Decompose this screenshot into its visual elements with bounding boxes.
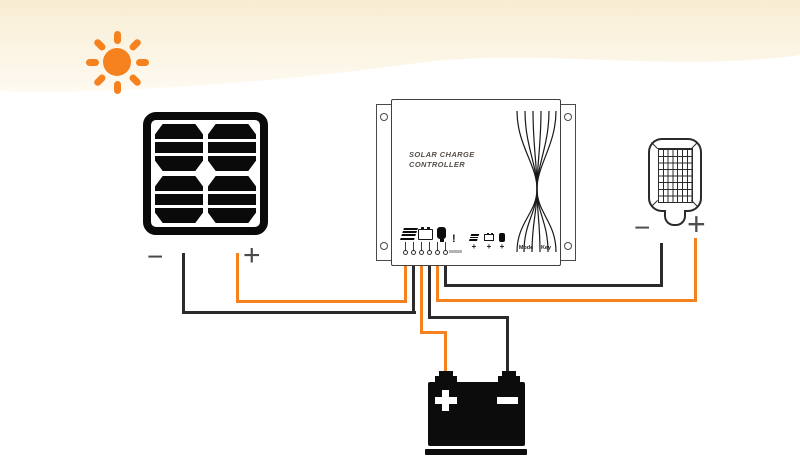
key-button-label: Key bbox=[540, 245, 552, 251]
battery-negative-terminal-base bbox=[498, 376, 520, 384]
mini-battery-icon bbox=[484, 232, 494, 241]
fuse-rating-smudge bbox=[449, 250, 462, 253]
controller-title: SOLAR CHARGE CONTROLLER bbox=[409, 150, 475, 169]
mode-button-label: Mode bbox=[518, 245, 534, 251]
lamp-bevel bbox=[650, 141, 659, 150]
battery-plus-symbol bbox=[442, 390, 449, 411]
wire-panel-negative bbox=[412, 264, 415, 314]
solar-cell bbox=[155, 176, 203, 223]
mini-lamp-icon bbox=[499, 233, 505, 242]
street-light-head bbox=[648, 138, 702, 212]
terminal-screw bbox=[403, 250, 408, 255]
terminal-leg bbox=[413, 242, 414, 250]
sun-ray bbox=[113, 80, 121, 94]
screw-hole-icon bbox=[564, 113, 572, 121]
sun-ray bbox=[127, 72, 142, 87]
sun-ray bbox=[92, 37, 107, 52]
mini-plus-label: + bbox=[471, 242, 477, 251]
wire-panel-positive bbox=[236, 300, 407, 303]
battery-minus-symbol bbox=[497, 397, 518, 404]
terminal-screw bbox=[443, 250, 448, 255]
wire-battery-positive bbox=[444, 331, 447, 373]
terminal-screw bbox=[411, 250, 416, 255]
battery-base bbox=[425, 449, 527, 455]
sun-ray bbox=[127, 37, 142, 52]
twist-curves-graphic bbox=[516, 110, 557, 253]
battery-positive-terminal-base bbox=[435, 376, 457, 384]
panel-plus-label: + bbox=[243, 239, 261, 272]
terminal-screw bbox=[419, 250, 424, 255]
mini-plus-label: + bbox=[486, 242, 492, 251]
battery-negative-terminal bbox=[502, 371, 516, 378]
solar-panel-cells bbox=[155, 124, 256, 223]
wire-battery-positive bbox=[420, 264, 423, 334]
wire-battery-negative bbox=[506, 316, 509, 373]
wire-light-negative bbox=[660, 243, 663, 287]
solar-cell bbox=[208, 124, 256, 171]
wire-panel-negative bbox=[182, 253, 185, 314]
battery-positive-terminal bbox=[439, 371, 453, 378]
screw-hole-icon bbox=[380, 113, 388, 121]
terminal-leg bbox=[429, 242, 430, 250]
lamp-plus-label: + bbox=[687, 206, 706, 242]
controller-title-line1: SOLAR CHARGE bbox=[409, 150, 475, 159]
warning-exclamation-icon: ! bbox=[452, 233, 456, 245]
wire-light-negative bbox=[444, 264, 447, 287]
controller-left-flange bbox=[376, 104, 392, 261]
wire-light-positive bbox=[436, 299, 697, 302]
wire-panel-positive bbox=[236, 253, 239, 303]
battery-port-icon bbox=[418, 226, 433, 240]
lamp-minus-label: − bbox=[634, 212, 651, 243]
sun-icon bbox=[85, 30, 149, 94]
wire-light-positive bbox=[436, 264, 439, 302]
sun-ray bbox=[135, 58, 149, 66]
terminal-leg bbox=[421, 242, 422, 250]
solar-cell bbox=[208, 176, 256, 223]
lamp-port-icon bbox=[437, 227, 446, 242]
sun-ray bbox=[85, 58, 99, 66]
led-grid bbox=[658, 148, 693, 203]
street-light-neck bbox=[664, 210, 686, 226]
lamp-bevel bbox=[650, 199, 659, 208]
controller-title-line2: CONTROLLER bbox=[409, 159, 466, 169]
sun-ray bbox=[113, 30, 121, 44]
solar-panel bbox=[143, 112, 268, 235]
sun-ray bbox=[92, 72, 107, 87]
wire-panel-negative bbox=[182, 311, 416, 314]
wire-battery-positive bbox=[420, 331, 447, 334]
panel-minus-label: − bbox=[147, 241, 164, 272]
screw-hole-icon bbox=[380, 242, 388, 250]
wire-light-positive bbox=[694, 238, 697, 302]
terminal-screw bbox=[435, 250, 440, 255]
terminal-leg bbox=[445, 242, 446, 250]
screw-hole-icon bbox=[564, 242, 572, 250]
wire-panel-positive bbox=[404, 264, 407, 303]
background-swoosh bbox=[0, 0, 800, 92]
wire-battery-negative bbox=[428, 316, 509, 319]
wire-battery-negative bbox=[428, 264, 431, 319]
terminal-screw bbox=[427, 250, 432, 255]
lamp-bevel bbox=[690, 141, 699, 150]
sun-core bbox=[103, 48, 131, 76]
wire-light-negative bbox=[444, 284, 663, 287]
controller-right-flange bbox=[560, 104, 576, 261]
terminal-leg bbox=[405, 242, 406, 250]
terminal-leg bbox=[437, 242, 438, 250]
mini-plus-label: + bbox=[499, 242, 505, 251]
solar-cell bbox=[155, 124, 203, 171]
